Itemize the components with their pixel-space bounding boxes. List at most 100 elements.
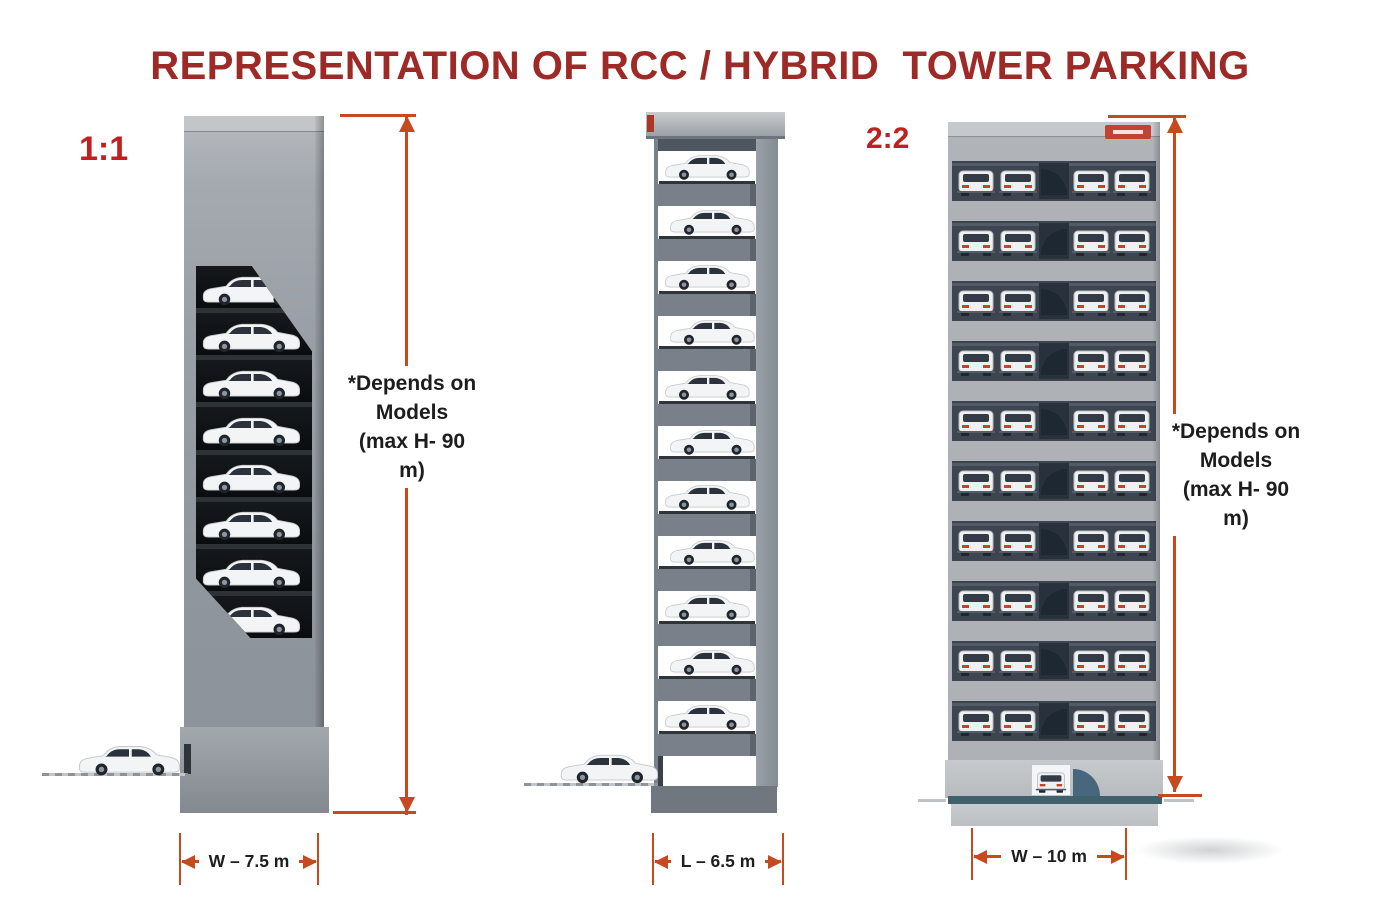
ratio-label-left: 1:1 [79, 130, 129, 168]
parking-level [196, 407, 312, 455]
width-dimension-left: W – 7.5 m [179, 833, 319, 887]
tower-middle-machine-band [658, 139, 756, 151]
car-icon [1071, 585, 1111, 619]
car-icon [1112, 165, 1152, 199]
arrow-left-icon [181, 854, 199, 869]
height-note-right: *Depends on Models (max H- 90 m) [1162, 414, 1310, 536]
car-icon [956, 285, 996, 319]
car-icon [1071, 165, 1111, 199]
concrete-band [948, 741, 1160, 761]
parking-row [952, 281, 1156, 321]
tower-middle-levels [654, 139, 756, 787]
car-icon [666, 206, 758, 237]
concrete-band [948, 681, 1160, 701]
car-icon [956, 705, 996, 739]
parking-level [658, 591, 756, 646]
width-dimension-right: W – 10 m [971, 828, 1127, 882]
parking-level [196, 454, 312, 502]
car-icon [998, 705, 1038, 739]
concrete-slab [658, 734, 756, 756]
tower-middle-red-tab [647, 115, 654, 132]
arrow-left-icon [972, 849, 1002, 864]
car-icon [1035, 768, 1067, 795]
height-note-left: *Depends on Models (max H- 90 m) [342, 366, 482, 488]
lift-column [1039, 583, 1069, 619]
car-icon [998, 285, 1038, 319]
car-icon [1112, 705, 1152, 739]
concrete-band [948, 321, 1160, 341]
parking-level [658, 701, 756, 756]
tower-right-band [948, 137, 1160, 161]
car-icon [661, 261, 753, 292]
car-icon [666, 316, 758, 347]
car-icon [956, 465, 996, 499]
concrete-slab [658, 294, 756, 316]
concrete-slab [658, 184, 756, 206]
ground-dash-left [918, 799, 946, 802]
car-icon [1071, 225, 1111, 259]
tower-middle-wall [756, 139, 778, 787]
lift-column [1039, 523, 1069, 559]
parking-level [658, 316, 756, 371]
car-icon [998, 585, 1038, 619]
arrow-up-icon [1166, 117, 1183, 133]
lift-fan [1041, 349, 1067, 375]
car-icon [198, 507, 304, 542]
car-icon [998, 465, 1038, 499]
length-dimension-middle-label: L – 6.5 m [680, 851, 756, 871]
tower-right-foundation [951, 804, 1158, 826]
brand-badge [1105, 125, 1151, 139]
parking-level [658, 646, 756, 701]
car-icon [661, 151, 753, 182]
car-icon [198, 366, 304, 401]
concrete-slab [658, 624, 756, 646]
width-dimension-left-label: W – 7.5 m [208, 851, 290, 871]
parking-level [658, 261, 756, 316]
car-icon [1112, 225, 1152, 259]
lift-fan [1041, 289, 1067, 315]
lift-column [1039, 163, 1069, 199]
height-dimension-right-topbar [1108, 115, 1186, 118]
tower-middle-entry [658, 756, 756, 787]
concrete-band [948, 201, 1160, 221]
tower-middle [654, 139, 778, 787]
parking-level [658, 536, 756, 591]
tower-right [948, 122, 1160, 761]
parking-level [196, 548, 312, 596]
car-icon [1112, 285, 1152, 319]
tower-right-shadow [1135, 836, 1285, 864]
concrete-slab [658, 459, 756, 481]
arrow-left-icon [654, 854, 671, 869]
lift-column [1039, 403, 1069, 439]
car-icon [956, 225, 996, 259]
car-icon [998, 225, 1038, 259]
arrow-down-icon [1166, 776, 1183, 792]
concrete-band [948, 441, 1160, 461]
lift-fan [1041, 169, 1067, 195]
width-dimension-right-label: W – 10 m [1011, 846, 1087, 866]
car-icon [1071, 705, 1111, 739]
tower-left-cap [184, 116, 324, 132]
parking-row [952, 161, 1156, 201]
car-icon [74, 741, 184, 778]
lift-column [1039, 223, 1069, 259]
lift-column [1039, 643, 1069, 679]
lift-fan [1041, 409, 1067, 435]
car-icon [998, 405, 1038, 439]
car-icon [661, 481, 753, 512]
tower-left-base [180, 727, 329, 813]
car-icon [666, 646, 758, 677]
ground-dash-right [1164, 799, 1194, 802]
parking-row [952, 401, 1156, 441]
parking-row [952, 701, 1156, 741]
tower-right-entrance [1031, 764, 1071, 796]
car-icon [666, 536, 758, 567]
tower-right-cap [948, 122, 1160, 139]
car-icon [1112, 585, 1152, 619]
ground-line-right [948, 796, 1162, 804]
parking-row [952, 341, 1156, 381]
car-icon [1071, 465, 1111, 499]
car-icon [956, 405, 996, 439]
car-icon [1112, 345, 1152, 379]
car-icon [1112, 645, 1152, 679]
